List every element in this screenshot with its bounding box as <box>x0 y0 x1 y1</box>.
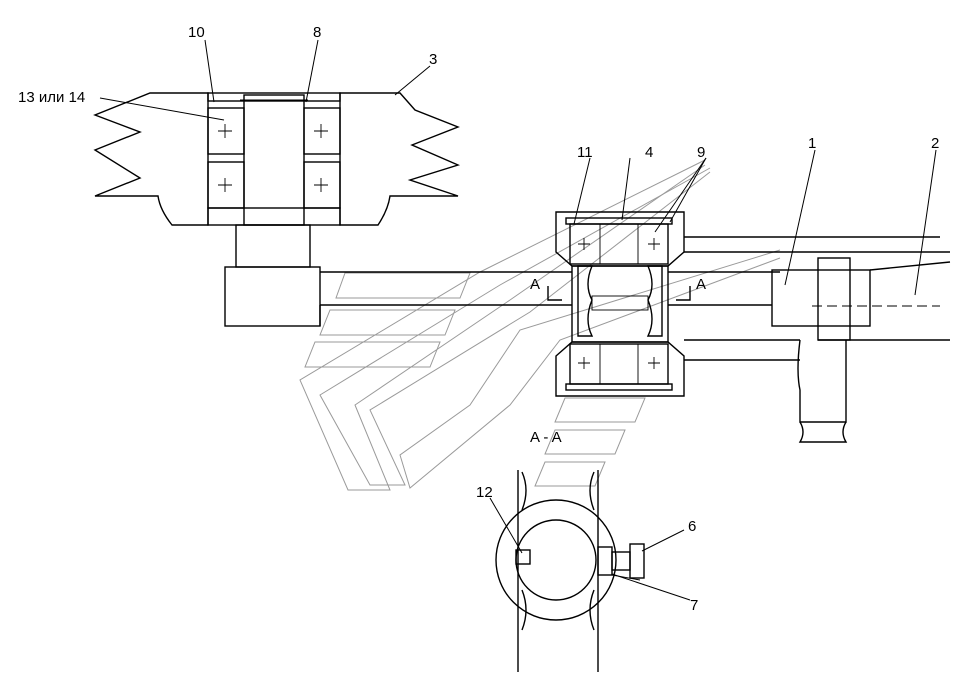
section-mark-left: A <box>530 276 540 293</box>
hub-4 <box>555 211 685 397</box>
arm-1 <box>684 236 951 443</box>
callout-2: 2 <box>931 135 939 152</box>
pulley-3 <box>93 92 461 268</box>
lever-arm <box>224 266 780 327</box>
callout-11: 11 <box>577 144 593 161</box>
callouts: 10 8 3 13 или 14 11 4 9 1 2 12 6 7 <box>18 24 939 614</box>
callout-9: 9 <box>697 144 705 161</box>
callout-13-or-14: 13 или 14 <box>18 89 85 106</box>
section-title: A - A <box>530 429 562 446</box>
watermark <box>299 159 781 491</box>
callout-6: 6 <box>688 518 696 535</box>
callout-8: 8 <box>313 24 321 41</box>
section-mark-right: A <box>696 276 706 293</box>
section-a-a <box>495 470 645 672</box>
callout-12: 12 <box>476 484 493 501</box>
leader-lines <box>99 39 937 601</box>
callout-4: 4 <box>645 144 653 161</box>
section-markers: A A A - A <box>530 276 706 446</box>
callout-3: 3 <box>429 51 437 68</box>
callout-1: 1 <box>808 135 816 152</box>
callout-7: 7 <box>690 597 698 614</box>
callout-10: 10 <box>188 24 205 41</box>
